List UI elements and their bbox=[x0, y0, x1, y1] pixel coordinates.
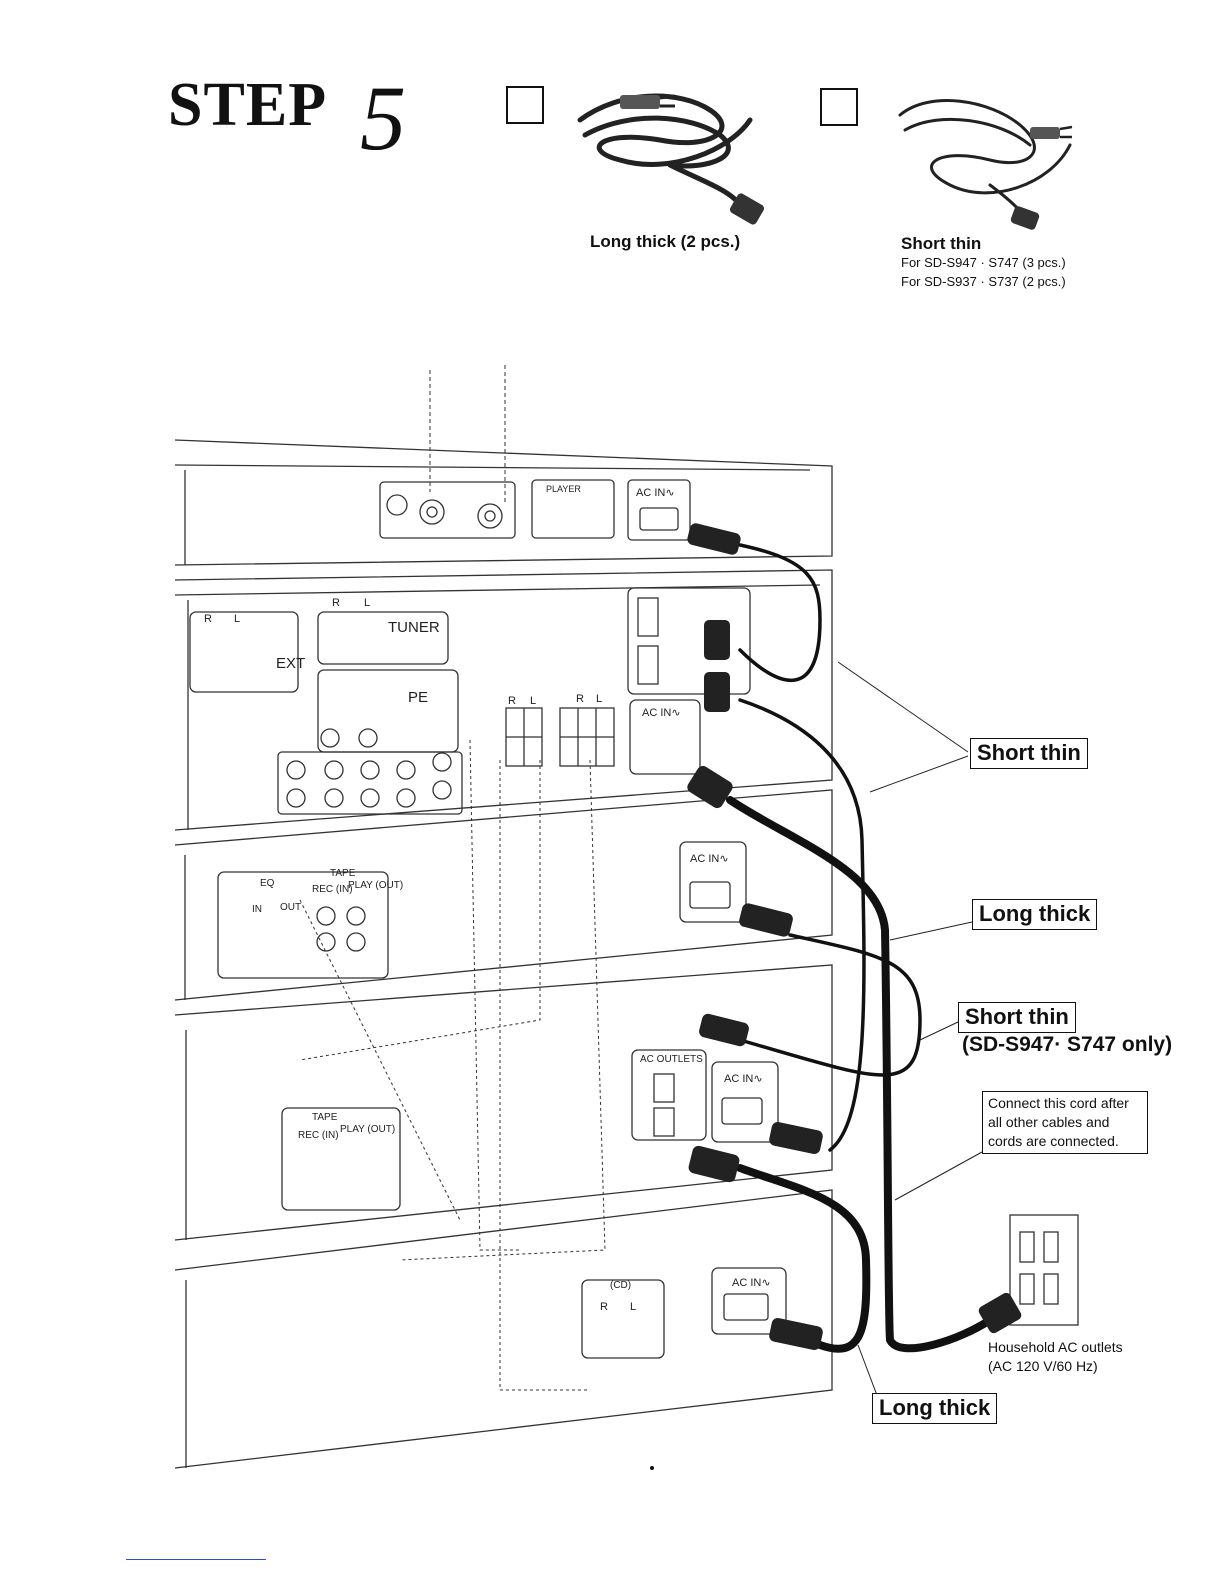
tape-label-2: TAPE bbox=[312, 1112, 338, 1123]
ext-label: EXT bbox=[276, 655, 305, 672]
short-thin-sub-2: For SD-S937 · S737 (2 pcs.) bbox=[901, 274, 1066, 289]
long-thick-cord-illustration bbox=[577, 93, 765, 225]
ac-in-label-4: AC IN∿ bbox=[724, 1073, 763, 1085]
ac-in-label-5: AC IN∿ bbox=[732, 1277, 771, 1289]
ac-in-label-1: AC IN∿ bbox=[636, 487, 675, 499]
out-label: OUT bbox=[280, 902, 301, 913]
note-line-2: all other cables and bbox=[988, 1114, 1110, 1130]
play-out-label-2: PLAY (OUT) bbox=[340, 1124, 395, 1135]
short-thin-caption: Short thin bbox=[901, 234, 982, 253]
tape-label-1: TAPE bbox=[330, 868, 356, 879]
short-thin-cord-illustration bbox=[898, 99, 1073, 230]
l-label-5: L bbox=[630, 1301, 636, 1313]
footer-rule bbox=[126, 1559, 266, 1560]
callout-short-thin-2-note: (SD-S947· S747 only) bbox=[962, 1033, 1173, 1056]
play-out-label-1: PLAY (OUT) bbox=[348, 880, 403, 891]
callout-short-thin-1: Short thin bbox=[970, 738, 1088, 769]
cd-label: (CD) bbox=[610, 1280, 631, 1291]
r-label-1: R bbox=[204, 613, 212, 625]
eq-label: EQ bbox=[260, 878, 275, 889]
ac-in-label-2: AC IN∿ bbox=[642, 707, 681, 719]
player-label: PLAYER bbox=[546, 484, 581, 494]
l-label-3: L bbox=[530, 695, 536, 707]
rec-in-label-1: REC (IN) bbox=[312, 884, 353, 895]
step-title: STEP bbox=[168, 71, 328, 139]
ac-outlets-label: AC OUTLETS bbox=[640, 1054, 703, 1065]
checkbox-long-thick[interactable] bbox=[506, 86, 544, 124]
short-thin-sub-1: For SD-S947 · S747 (3 pcs.) bbox=[901, 255, 1066, 270]
step-number: 5 bbox=[360, 67, 406, 169]
page-dot bbox=[650, 1466, 654, 1470]
checkbox-short-thin[interactable] bbox=[820, 88, 858, 126]
note-line-3: cords are connected. bbox=[988, 1133, 1119, 1149]
long-thick-caption: Long thick (2 pcs.) bbox=[590, 232, 741, 251]
callout-long-thick-2: Long thick bbox=[872, 1393, 998, 1424]
outlet-caption-1: Household AC outlets bbox=[988, 1339, 1123, 1355]
l-label-4: L bbox=[596, 693, 602, 705]
tape-partial-label: PE bbox=[408, 689, 428, 706]
tuner-label: TUNER bbox=[388, 619, 440, 636]
r-label-4: R bbox=[576, 693, 584, 705]
callout-long-thick-1: Long thick bbox=[972, 899, 1098, 930]
outlet-caption-2: (AC 120 V/60 Hz) bbox=[988, 1358, 1098, 1374]
note-line-1: Connect this cord after bbox=[988, 1095, 1129, 1111]
l-label-1: L bbox=[234, 613, 240, 625]
in-label: IN bbox=[252, 904, 262, 915]
r-label-3: R bbox=[508, 695, 516, 707]
r-label-2: R bbox=[332, 597, 340, 609]
connect-last-note: Connect this cord after all other cables… bbox=[982, 1091, 1148, 1154]
r-label-5: R bbox=[600, 1301, 608, 1313]
ac-in-label-3: AC IN∿ bbox=[690, 853, 729, 865]
l-label-2: L bbox=[364, 597, 370, 609]
callout-short-thin-2: Short thin bbox=[958, 1002, 1076, 1033]
rec-in-label-2: REC (IN) bbox=[298, 1130, 339, 1141]
